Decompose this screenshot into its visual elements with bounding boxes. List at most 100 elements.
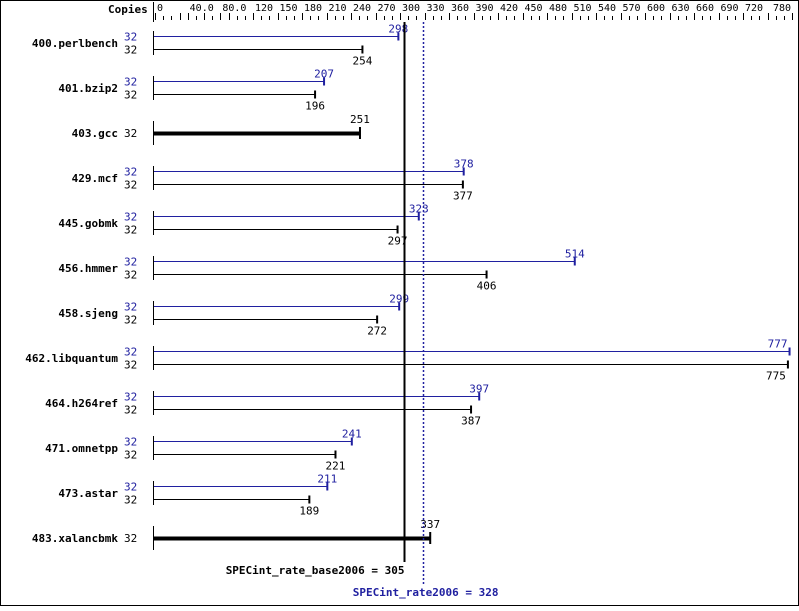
- peak-copies: 32: [124, 31, 137, 44]
- peak-copies: 32: [124, 391, 137, 404]
- tick-label: 270: [378, 3, 396, 14]
- peak-copies: 32: [124, 166, 137, 179]
- peak-value-label: 777: [768, 338, 788, 351]
- benchmark-name: 471.omnetpp: [45, 442, 118, 455]
- peak-copies: 32: [124, 256, 137, 269]
- base-copies: 32: [124, 127, 137, 140]
- benchmark-name: 456.hmmer: [58, 262, 118, 275]
- axis-label: Copies: [108, 3, 148, 16]
- base-copies: 32: [124, 89, 137, 102]
- benchmark-name: 464.h264ref: [45, 397, 118, 410]
- base-value-label: 196: [305, 100, 325, 113]
- tick-label: 540: [598, 3, 616, 14]
- tick-label: 420: [500, 3, 518, 14]
- base-copies: 32: [124, 44, 137, 57]
- tick-label: 0: [157, 3, 163, 14]
- tick-label: 210: [329, 3, 347, 14]
- base-value-label: 297: [388, 235, 408, 248]
- peak-copies: 32: [124, 76, 137, 89]
- benchmark-name: 400.perlbench: [32, 37, 118, 50]
- benchmark-name: 473.astar: [58, 487, 118, 500]
- base-copies: 32: [124, 359, 137, 372]
- tick-label: 660: [696, 3, 714, 14]
- peak-value-label: 514: [565, 248, 585, 261]
- base-copies: 32: [124, 314, 137, 327]
- peak-value-label: 323: [409, 203, 429, 216]
- base-value-label: 775: [766, 370, 786, 383]
- base-value-label: 272: [367, 325, 387, 338]
- peak-value-label: 207: [314, 68, 334, 81]
- base-value-label: 189: [299, 505, 319, 518]
- peak-copies: 32: [124, 211, 137, 224]
- benchmark-name: 462.libquantum: [25, 352, 118, 365]
- base-value-label: 254: [352, 55, 372, 68]
- tick-label: 390: [476, 3, 494, 14]
- base-copies: 32: [124, 269, 137, 282]
- tick-label: 480: [549, 3, 567, 14]
- tick-label: 630: [672, 3, 690, 14]
- benchmark-name: 458.sjeng: [58, 307, 118, 320]
- benchmark-name: 429.mcf: [72, 172, 118, 185]
- base-value-label: 337: [420, 518, 440, 531]
- benchmark-row: 483.xalancbmk 32 337: [32, 518, 440, 550]
- peak-reference-label: SPECint_rate2006 = 328: [353, 586, 499, 599]
- base-copies: 32: [124, 449, 137, 462]
- tick-label: 40.0: [190, 3, 214, 14]
- tick-label: 240: [353, 3, 371, 14]
- tick-label: 570: [623, 3, 641, 14]
- tick-label: 690: [721, 3, 739, 14]
- peak-value-label: 211: [317, 473, 337, 486]
- benchmark-name: 401.bzip2: [58, 82, 118, 95]
- tick-label: 780: [773, 3, 791, 14]
- peak-value-label: 378: [454, 158, 474, 171]
- tick-label: 450: [525, 3, 543, 14]
- peak-value-label: 397: [469, 383, 489, 396]
- base-value-label: 377: [453, 190, 473, 203]
- tick-label: 150: [280, 3, 298, 14]
- base-value-label: 387: [461, 415, 481, 428]
- peak-copies: 32: [124, 481, 137, 494]
- peak-value-label: 241: [342, 428, 362, 441]
- benchmark-row: 403.gcc 32 251: [72, 113, 370, 145]
- base-copies: 32: [124, 494, 137, 507]
- peak-value-label: 298: [388, 23, 408, 36]
- benchmark-name: 403.gcc: [72, 127, 118, 140]
- base-copies: 32: [124, 532, 137, 545]
- base-copies: 32: [124, 224, 137, 237]
- peak-value-label: 299: [389, 293, 409, 306]
- tick-label: 80.0: [222, 3, 246, 14]
- tick-label: 600: [647, 3, 665, 14]
- base-copies: 32: [124, 404, 137, 417]
- benchmark-name: 445.gobmk: [58, 217, 118, 230]
- peak-copies: 32: [124, 436, 137, 449]
- base-value-label: 251: [350, 113, 370, 126]
- benchmark-name: 483.xalancbmk: [32, 532, 118, 545]
- base-value-label: 221: [326, 460, 346, 473]
- base-value-label: 406: [477, 280, 497, 293]
- tick-label: 300: [402, 3, 420, 14]
- tick-label: 360: [451, 3, 469, 14]
- tick-label: 120: [255, 3, 273, 14]
- base-copies: 32: [124, 179, 137, 192]
- tick-label: 330: [427, 3, 445, 14]
- reference-lines: SPECint_rate_base2006 = 305SPECint_rate2…: [226, 22, 499, 599]
- tick-label: 180: [304, 3, 322, 14]
- peak-copies: 32: [124, 301, 137, 314]
- base-reference-label: SPECint_rate_base2006 = 305: [226, 564, 405, 577]
- axis-ticks: 0 40.0 80.0 120 150 180 210 240 270 300 330 360 390 4…: [153, 2, 793, 22]
- peak-copies: 32: [124, 346, 137, 359]
- tick-label: 510: [574, 3, 592, 14]
